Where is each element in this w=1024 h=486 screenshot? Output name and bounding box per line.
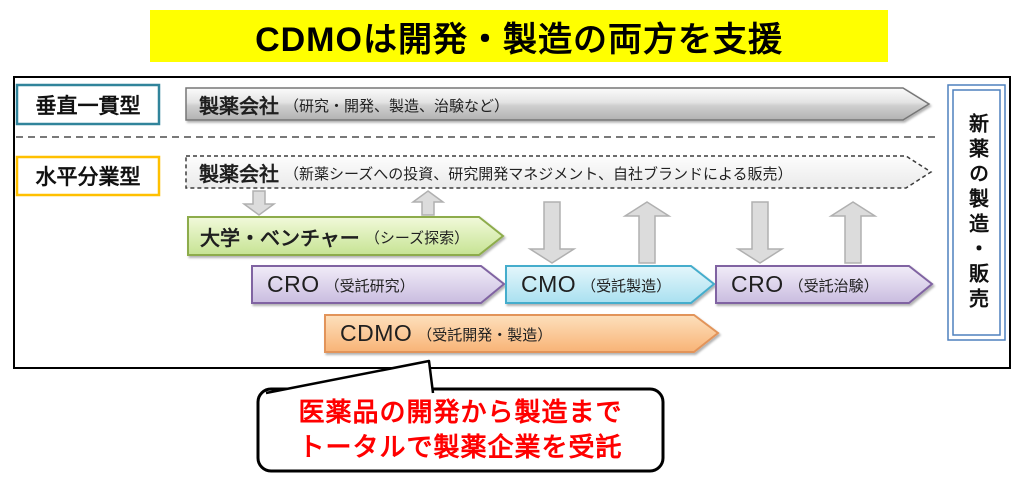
arrow-detail: （シーズ探索） [364,229,470,247]
arrow-detail: （受託製造） [581,278,672,295]
university-arrow-shape [187,216,505,256]
arrow-name: CDMO [340,320,413,346]
callout-line1: 医薬品の開発から製造まで [298,397,623,427]
up-arrow-icon [828,201,878,264]
callout-line2: トータルで製薬企業を受託 [298,432,623,462]
pharma-horizontal-arrow-shape [185,155,933,189]
down-arrow-icon [735,201,785,264]
pharma-vertical-arrow-label: 製薬会社 （研究・開発、製造、治験など） [199,88,509,120]
arrow-name: CRO [267,271,320,297]
page-title: CDMOは開発・製造の両方を支援 [255,20,783,59]
new-drug-label: 新薬の製造・販売 [965,112,988,313]
up-arrow-icon [622,201,672,264]
up-arrow-icon [410,190,446,216]
new-drug-box-inner [952,89,1001,336]
cro-research-arrow-shape [251,265,506,304]
cro-research-arrow-label: CRO （受託研究） [267,266,415,303]
callout-tail-shape [265,359,435,395]
row-label-vertical: 垂直一貫型 [35,94,141,118]
cdmo-arrow-shape [324,314,720,353]
arrow-name: CMO [521,271,577,297]
callout-bubble-shape [256,387,665,473]
arrow-detail: （新薬シーズへの投資、研究開発マネジメント、自社ブランドによる販売） [284,165,793,183]
cmo-arrow-label: CMO （受託製造） [521,266,671,303]
down-arrow-icon [241,190,277,216]
down-arrow-icon [527,201,577,264]
cdmo-arrow-label: CDMO （受託開発・製造） [340,315,552,352]
arrow-detail: （受託研究） [324,278,415,295]
arrow-name: 製薬会社 [199,95,279,118]
callout-bubble: 医薬品の開発から製造まで トータルで製薬企業を受託 [258,389,663,471]
university-arrow-label: 大学・ベンチャー （シーズ探索） [200,217,469,255]
horizontal-model-label-box [15,155,161,197]
cmo-arrow-shape [505,265,716,304]
pharma-vertical-arrow-shape [185,87,931,121]
pharma-horizontal-arrow-label: 製薬会社 （新薬シーズへの投資、研究開発マネジメント、自社ブランドによる販売） [199,156,793,188]
arrow-name: 大学・ベンチャー [200,227,360,250]
new-drug-box: 新薬の製造・販売 [948,85,1005,340]
arrow-name: CRO [731,271,784,297]
arrow-detail: （受託開発・製造） [417,327,553,344]
new-drug-box-outer [947,84,1006,341]
arrow-detail: （受託治験） [788,278,879,295]
arrow-detail: （研究・開発、製造、治験など） [284,97,510,115]
row-label-horizontal: 水平分業型 [35,166,141,189]
arrow-name: 製薬会社 [199,163,279,186]
cro-trial-arrow-label: CRO （受託治験） [731,266,879,303]
vertical-model-label-box [15,83,161,126]
cro-trial-arrow-shape [715,265,934,304]
title-banner: CDMOは開発・製造の両方を支援 [150,10,888,62]
